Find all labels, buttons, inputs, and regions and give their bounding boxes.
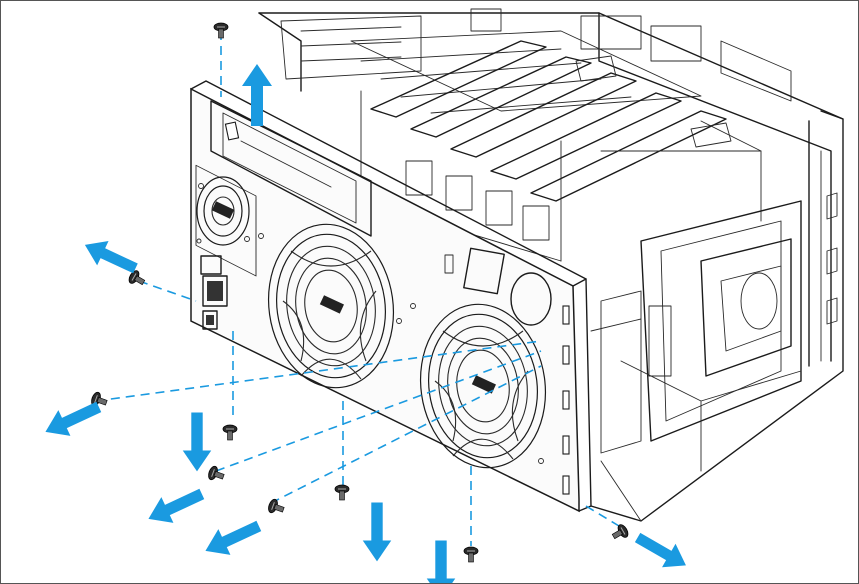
removal-arrow-icon [426,540,456,583]
screw-icon[interactable] [213,22,229,39]
removal-arrow-icon [205,520,262,555]
screw-icon[interactable] [267,498,286,516]
removal-arrow-icon [84,240,138,274]
removal-arrow-icon [148,488,205,523]
screw-icon[interactable] [90,391,109,409]
screw-icon[interactable] [207,465,226,483]
guide-line [270,365,542,504]
side-bracket [590,150,838,522]
removal-arrow-icon [182,412,212,472]
guide-line [138,280,197,302]
io-ports [196,238,228,330]
removal-arrows [45,64,686,583]
rear-panel [190,80,592,513]
guide-line [215,350,542,472]
removal-arrow-icon [362,502,392,562]
nas-chassis [190,8,844,522]
screws [90,22,630,563]
screw-icon[interactable] [463,546,479,563]
internal-board [280,8,792,102]
rear-fan-right [419,303,547,469]
screw-icon[interactable] [334,484,350,501]
removal-arrow-icon [45,401,102,436]
rear-fan-left [267,223,395,389]
small-fan [195,164,257,277]
removal-arrow-icon [242,64,272,126]
screw-icon[interactable] [610,523,630,543]
guide-line [585,505,620,527]
screw-guide-lines [95,31,620,546]
drive-bay-trays [350,30,762,262]
screw-icon[interactable] [127,269,147,289]
screw-icon[interactable] [222,424,238,441]
removal-arrow-icon [634,532,686,568]
